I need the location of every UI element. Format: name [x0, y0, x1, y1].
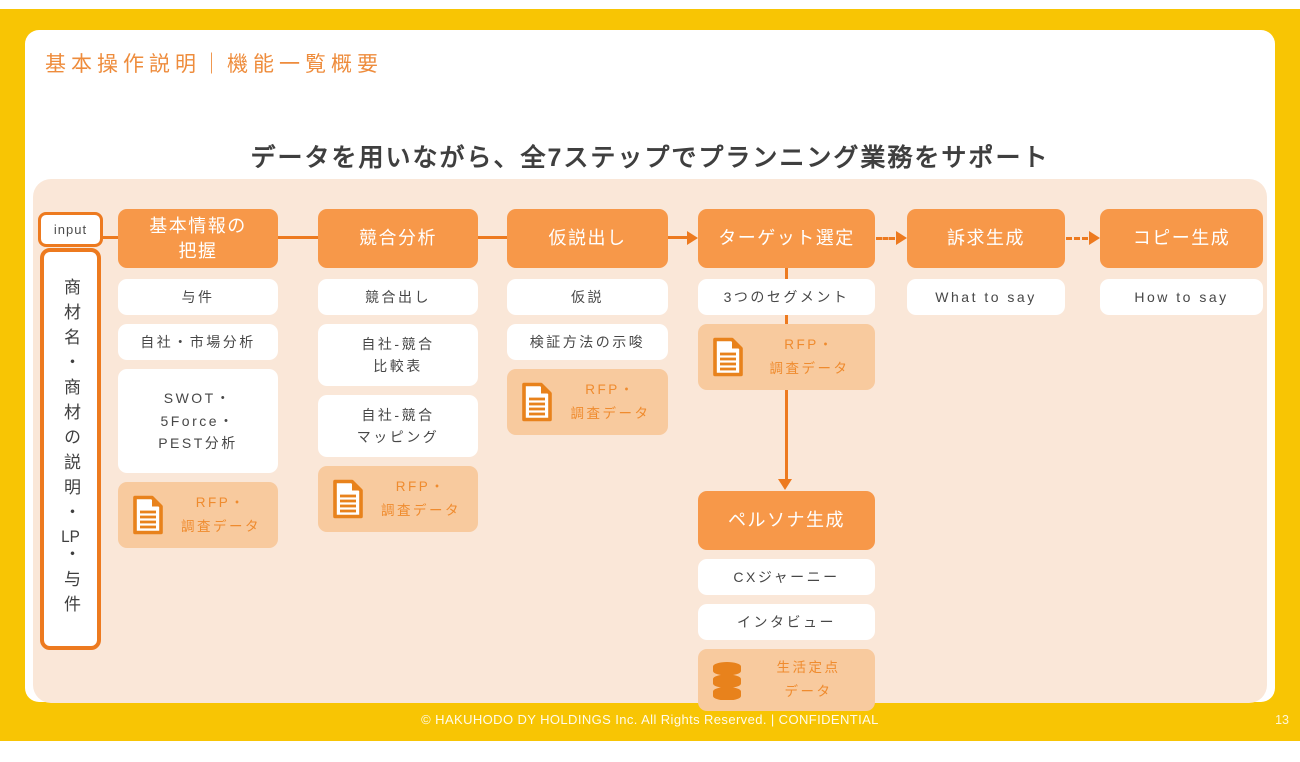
document-icon [130, 494, 166, 536]
main-heading: データを用いながら、全7ステップでプランニング業務をサポート [250, 144, 1050, 172]
step-column-copy-generation: コピー生成 How to say [1100, 209, 1263, 315]
feature-card: 3つのセグメント [698, 279, 875, 315]
step-column-basic-info: 基本情報の 把握与件自社・市場分析 SWOT・ 5Force・ PEST分析 RFP… [118, 209, 278, 548]
step-column-appeal-generation: 訴求生成 What to say [907, 209, 1065, 315]
step-header-target-selection: ターゲット選定 [698, 209, 875, 268]
data-source-label: RFP・ 調査データ [570, 382, 651, 421]
slide-background: 基本操作説明｜機能一覧概要 データを用いながら、全7ステップでプランニング業務を… [0, 9, 1300, 741]
data-source-label: RFP・ 調査データ [769, 337, 850, 376]
document-icon [710, 336, 746, 378]
data-source-card: RFP・ 調査データ [507, 369, 668, 435]
data-source-label: RFP・ 調査データ [181, 495, 261, 534]
feature-card: 自社-競合 比較表 [318, 324, 478, 386]
step-column-competitor-analysis: 競合分析競合出し自社-競合 比較表自社-競合 マッピング RFP・ 調査データ [318, 209, 478, 532]
step-header-hypothesis: 仮説出し [507, 209, 668, 268]
data-source-card: RFP・ 調査データ [118, 482, 278, 548]
step-header-competitor-analysis: 競合分析 [318, 209, 478, 268]
input-items-box: 商材名・商材の説明・LP・与件 [40, 248, 101, 650]
connector-line-competitor-analysis [478, 236, 507, 239]
feature-card: インタビュー [698, 604, 875, 640]
data-source-card: 生活定点 データ [698, 649, 875, 711]
connector-dashed-appeal-generation [1066, 237, 1088, 240]
data-source-card: RFP・ 調査データ [318, 466, 478, 532]
document-icon [330, 478, 366, 520]
step-column-hypothesis: 仮説出し仮説検証方法の示唆 RFP・ 調査データ [507, 209, 668, 435]
arrow-right-icon [687, 231, 698, 245]
input-items-text: 商材名・商材の説明・LP・与件 [61, 278, 80, 620]
step-header-copy-generation: コピー生成 [1100, 209, 1263, 268]
data-source-label: RFP・ 調査データ [381, 479, 461, 518]
step-header-appeal-generation: 訴求生成 [907, 209, 1065, 268]
step-header-persona-generation: ペルソナ生成 [698, 491, 875, 550]
connector-line-basic-info [278, 236, 318, 239]
feature-card: 自社・市場分析 [118, 324, 278, 360]
data-source-label: 生活定点 データ [776, 660, 841, 699]
data-source-card: RFP・ 調査データ [698, 324, 875, 390]
connector-line-hypothesis [668, 236, 687, 239]
feature-card: 与件 [118, 279, 278, 315]
slide-card: 基本操作説明｜機能一覧概要 データを用いながら、全7ステップでプランニング業務を… [25, 30, 1275, 711]
feature-card: 仮説 [507, 279, 668, 315]
flow-diagram: input 商材名・商材の説明・LP・与件 基本情報の 把握与件自社・市場分析 S… [25, 30, 1300, 762]
feature-card: CXジャーニー [698, 559, 875, 595]
feature-card: What to say [907, 279, 1065, 315]
arrow-right-icon [896, 231, 907, 245]
sub-step-column-persona-generation: ペルソナ生成 CXジャーニーインタビュー生活定点 データ [698, 491, 875, 711]
connector-input-line [101, 236, 118, 239]
document-icon [519, 381, 555, 423]
page-number: 13 [1275, 713, 1289, 727]
step-header-basic-info: 基本情報の 把握 [118, 209, 278, 268]
feature-card: 競合出し [318, 279, 478, 315]
arrow-right-icon [1089, 231, 1100, 245]
database-icon [710, 660, 744, 700]
arrow-down-icon [778, 479, 792, 490]
footer-copyright: © HAKUHODO DY HOLDINGS Inc. All Rights R… [421, 712, 879, 727]
step-column-target-selection: ターゲット選定 3つのセグメント RFP・ 調査データ [698, 209, 875, 390]
feature-card: How to say [1100, 279, 1263, 315]
connector-dashed-target-selection [876, 237, 895, 240]
slide-title: 基本操作説明｜機能一覧概要 [45, 53, 383, 76]
feature-card: SWOT・ 5Force・ PEST分析 [118, 369, 278, 473]
feature-card: 検証方法の示唆 [507, 324, 668, 360]
input-label: input [38, 212, 103, 247]
latin-run: LP [61, 528, 80, 545]
feature-card: 自社-競合 マッピング [318, 395, 478, 457]
